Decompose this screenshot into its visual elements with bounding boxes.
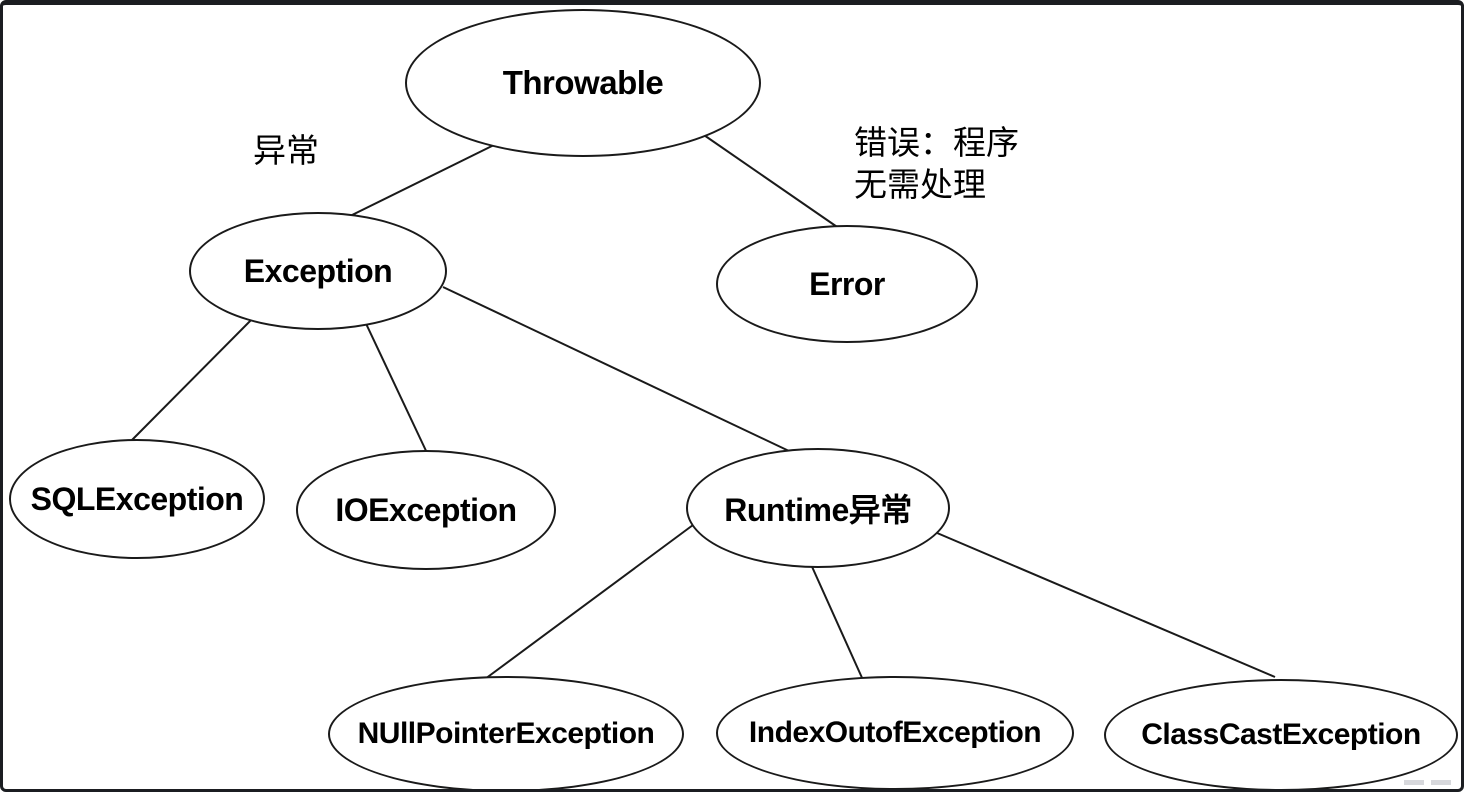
node-ioexception: IOException [296,450,556,570]
connector-line-runtime-nullpointer [484,524,694,680]
node-ioexception-label: IOException [335,491,517,528]
connector-line-throwable-error [700,132,844,232]
connector-line-runtime-indexoutof [808,559,864,681]
node-throwable: Throwable [405,9,761,157]
annotation-exception-note: 异常 [253,134,319,170]
connector-line-exception-runtime [442,286,790,452]
node-nullpointerexception: NUllPointerException [328,676,684,789]
node-sqlexception: SQLException [9,439,265,559]
connector-line-exception-ioexception [360,312,429,456]
connector-line-throwable-exception [347,142,499,218]
node-runtime-exception-label: Runtime异常 [724,492,912,528]
watermark-mark [1404,780,1424,785]
connector-line-runtime-classcast [922,526,1276,678]
node-throwable-label: Throwable [502,64,664,101]
node-indexoutofexception-label: IndexOutofException [748,716,1042,749]
watermark [1404,780,1451,785]
node-error: Error [716,225,978,343]
node-nullpointerexception-label: NUllPointerException [357,717,655,750]
node-sqlexception-label: SQLException [30,480,244,517]
annotation-error-note: 错误：程序 无需处理 [854,126,1019,205]
node-exception-label: Exception [243,252,393,289]
node-error-label: Error [809,265,885,302]
node-indexoutofexception: IndexOutofException [716,676,1074,789]
connector-line-exception-sqlexception [130,312,259,442]
node-runtime-exception: Runtime异常 [686,448,950,568]
node-classcastexception: ClassCastException [1104,679,1458,789]
connector-lines [130,132,1276,681]
node-exception: Exception [189,212,447,330]
watermark-mark [1431,780,1451,785]
node-classcastexception-label: ClassCastException [1141,718,1421,751]
